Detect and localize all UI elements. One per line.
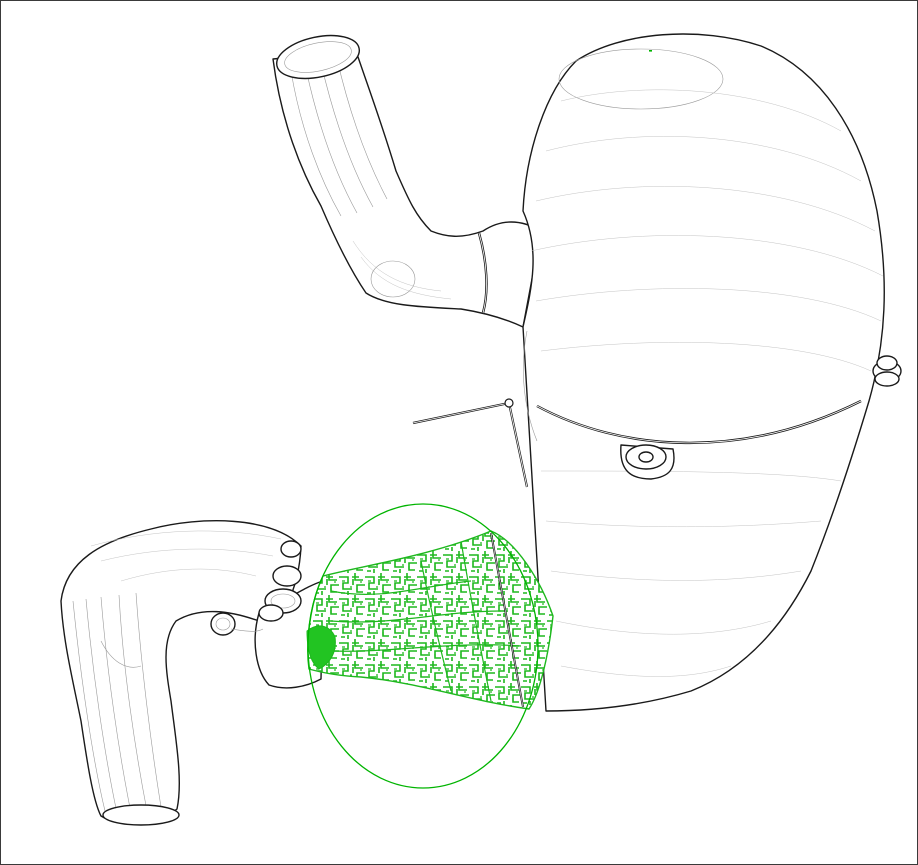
pylorus[interactable]: [210, 540, 324, 689]
antrum-dark-patch: [306, 625, 336, 670]
fundus-marker: [649, 50, 652, 52]
duodenum[interactable]: [60, 520, 302, 826]
band-buckle[interactable]: [620, 444, 675, 480]
esophagus[interactable]: [272, 29, 542, 328]
stomach-body[interactable]: [522, 33, 885, 712]
band-port[interactable]: [872, 355, 902, 387]
antrum-highlight[interactable]: [306, 530, 554, 710]
probe-wire[interactable]: [412, 398, 529, 488]
gastric-band[interactable]: [536, 355, 902, 480]
selection-ellipse[interactable]: [307, 503, 539, 789]
